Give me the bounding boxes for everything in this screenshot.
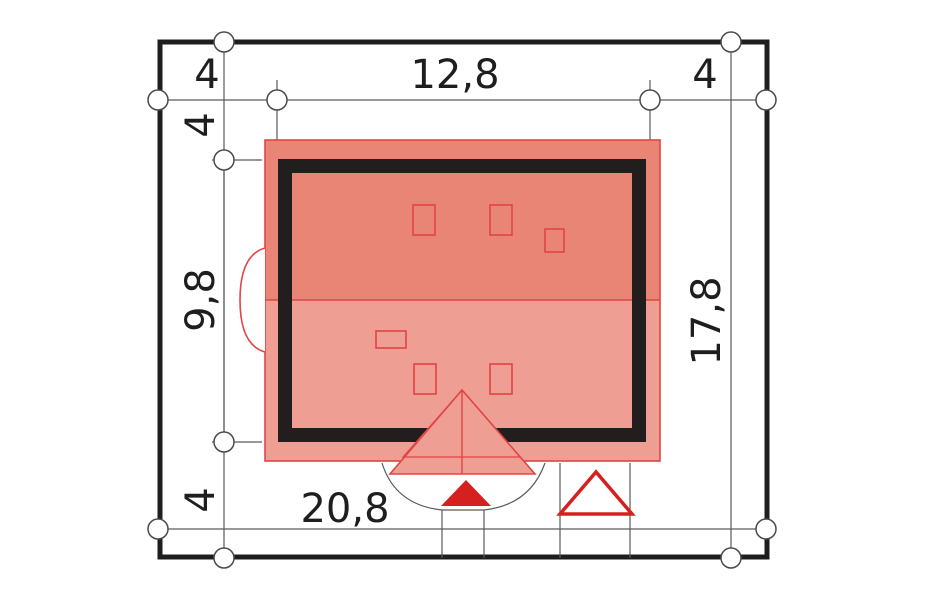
entrance-dormer bbox=[388, 388, 537, 475]
roof-window bbox=[544, 228, 565, 253]
dimension-lines bbox=[150, 42, 776, 558]
dim-top-middle: 12,8 bbox=[410, 52, 499, 98]
grid-node bbox=[213, 149, 235, 171]
grid-node bbox=[720, 31, 742, 53]
grid-node bbox=[755, 518, 777, 540]
roof-window bbox=[375, 330, 407, 349]
roof-window bbox=[489, 363, 513, 395]
dim-left-middle: 9,8 bbox=[178, 268, 224, 332]
grid-node bbox=[213, 31, 235, 53]
dim-left-top: 4 bbox=[178, 112, 224, 137]
roof-window bbox=[413, 363, 437, 395]
dim-top-right: 4 bbox=[692, 52, 717, 98]
grid-node bbox=[755, 89, 777, 111]
grid-node bbox=[147, 518, 169, 540]
roof-window bbox=[489, 204, 513, 236]
entrance-marker-icon bbox=[441, 480, 491, 506]
dim-bottom-total: 20,8 bbox=[300, 486, 389, 532]
plot-boundary bbox=[157, 39, 770, 560]
dim-left-bottom: 4 bbox=[178, 487, 224, 512]
grid-node bbox=[213, 547, 235, 569]
grid-node bbox=[213, 431, 235, 453]
driveway-marker-icon bbox=[556, 469, 636, 516]
dim-right-total: 17,8 bbox=[684, 276, 730, 365]
grid-node bbox=[266, 89, 288, 111]
grid-nodes bbox=[147, 31, 777, 569]
side-bay-window bbox=[239, 247, 266, 353]
grid-node bbox=[639, 89, 661, 111]
house-roof bbox=[239, 139, 661, 475]
roof-windows bbox=[375, 204, 565, 395]
roof-window bbox=[412, 204, 436, 236]
grid-node bbox=[720, 547, 742, 569]
dim-top-left: 4 bbox=[194, 52, 219, 98]
grid-node bbox=[147, 89, 169, 111]
